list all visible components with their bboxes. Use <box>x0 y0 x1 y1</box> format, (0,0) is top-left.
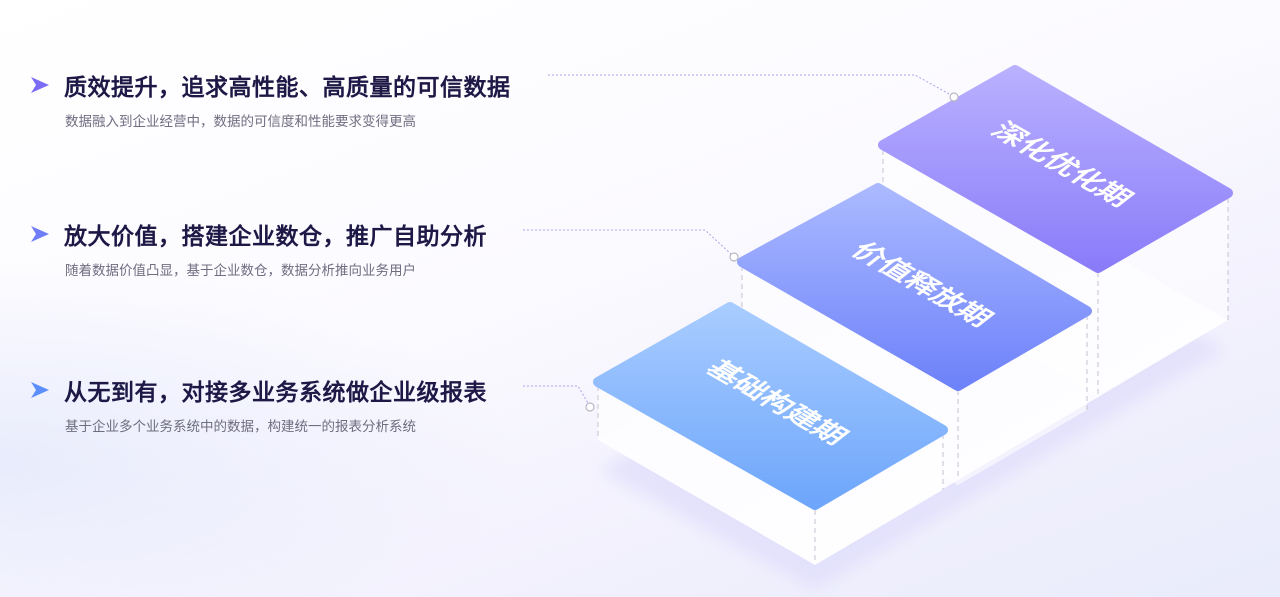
dashed-guides <box>597 150 1229 560</box>
connector-dot <box>949 92 959 102</box>
stage-title: 从无到有，对接多业务系统做企业级报表 <box>64 380 487 406</box>
stage-item-2: 放大价值，搭建企业数仓，推广自助分析 随着数据价值凸显，基于企业数仓，数据分析推… <box>30 217 487 279</box>
connector-dot <box>729 252 739 262</box>
connector-dot <box>585 402 595 412</box>
step-body-bot <box>598 382 943 565</box>
connector-lines <box>523 74 952 404</box>
chevron-right-icon <box>31 226 49 242</box>
stage-title: 放大价值，搭建企业数仓，推广自助分析 <box>64 224 487 250</box>
tile-value-release <box>737 183 1092 391</box>
chevron-right-icon <box>31 77 49 93</box>
stage-desc: 数据融入到企业经营中，数据的可信度和性能要求变得更高 <box>65 114 416 130</box>
tile-deepen-optimize <box>878 65 1233 273</box>
stage-item-1: 质效提升，追求高性能、高质量的可信数据 数据融入到企业经营中，数据的可信度和性能… <box>30 68 511 130</box>
chevron-right-icon <box>31 382 49 398</box>
stage-item-3: 从无到有，对接多业务系统做企业级报表 基于企业多个业务系统中的数据，构建统一的报… <box>30 373 487 435</box>
step-body-mid <box>742 262 1087 485</box>
stage-desc: 基于企业多个业务系统中的数据，构建统一的报表分析系统 <box>65 419 416 435</box>
stage-title: 质效提升，追求高性能、高质量的可信数据 <box>64 75 511 101</box>
stage-desc: 随着数据价值凸显，基于企业数仓，数据分析推向业务用户 <box>65 263 416 279</box>
tile-foundation <box>593 302 948 510</box>
staircase-diagram: 深化优化期 价值释放期 基础构建期 <box>523 65 1233 590</box>
background-glow <box>0 260 520 597</box>
step-body-top <box>883 145 1228 395</box>
